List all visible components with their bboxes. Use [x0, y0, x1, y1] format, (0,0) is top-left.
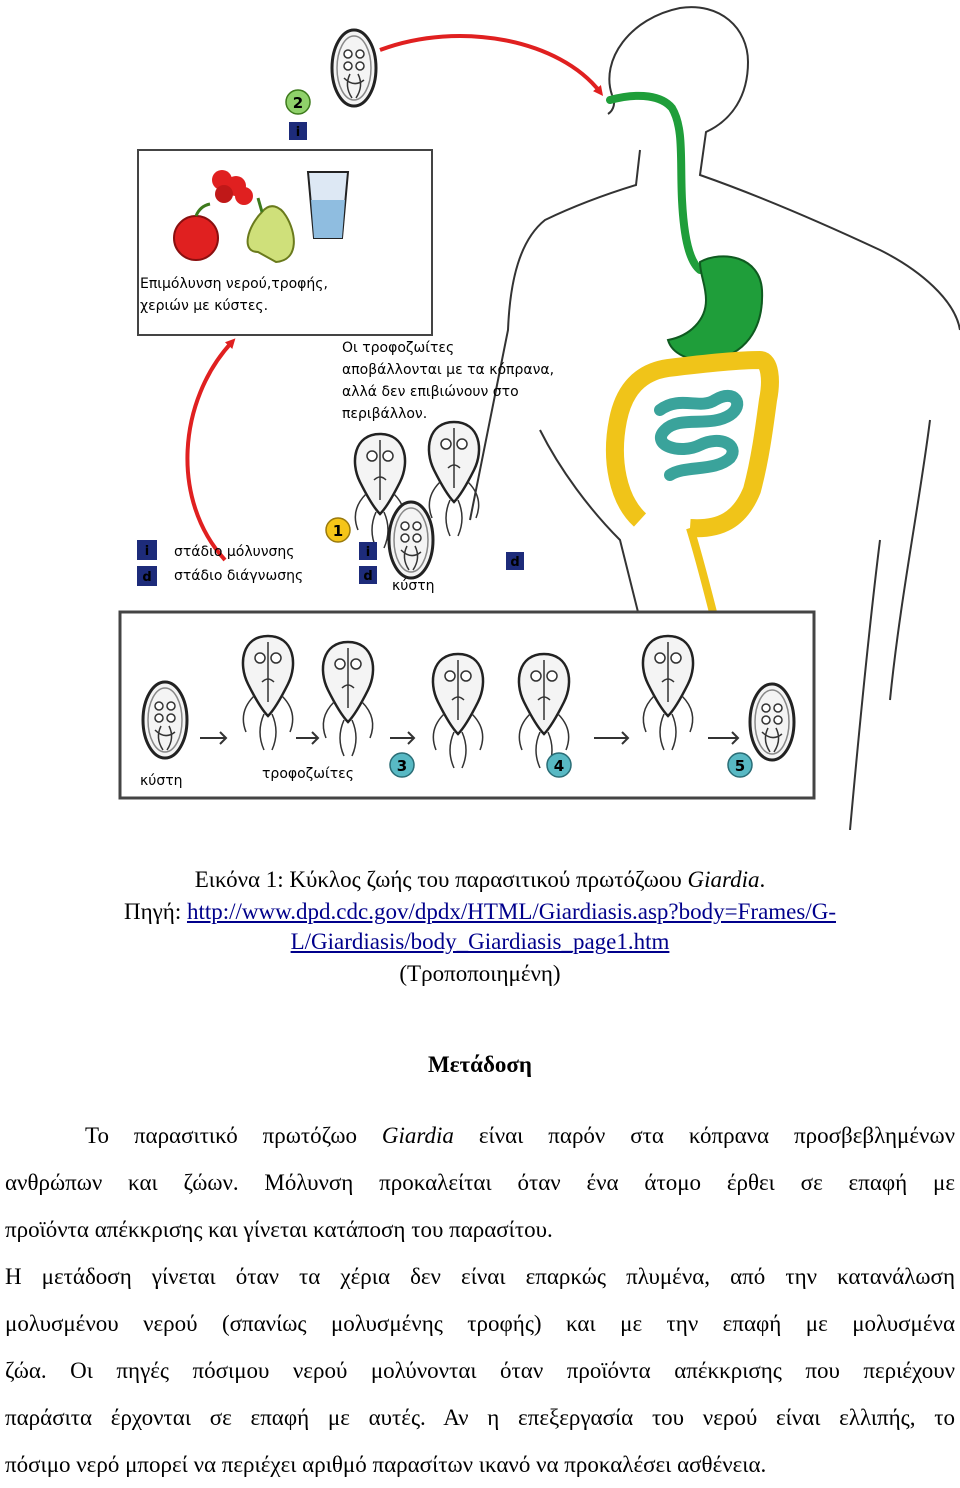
step-3-marker	[389, 752, 415, 778]
svg-text:κύστη: κύστη	[140, 773, 183, 789]
step-5-marker	[727, 752, 753, 778]
diagnostic-marker-right	[506, 552, 524, 570]
svg-text:3: 3	[397, 757, 407, 775]
legend-diagnostic-icon	[137, 566, 157, 586]
infective-marker-mid	[359, 542, 377, 560]
source-label: Πηγή:	[124, 899, 187, 924]
svg-text:d: d	[363, 569, 372, 584]
svg-text:4: 4	[554, 757, 564, 775]
para2-line3: ζώα. Οι πηγές πόσιμου νερού μολύνονται ό…	[5, 1358, 955, 1383]
cyst-mid	[387, 500, 435, 580]
svg-text:i: i	[296, 125, 300, 140]
esophagus	[606, 91, 704, 274]
caption-modified: (Τροποποιημένη)	[399, 961, 561, 986]
para1-line2: ανθρώπων και ζώων. Μόλυνση προκαλείται ό…	[5, 1170, 955, 1195]
paragraph-2: Η μετάδοση γίνεται όταν τα χέρια δεν είν…	[5, 1253, 955, 1488]
step-1-marker	[325, 517, 351, 543]
svg-text:στάδιο μόλυνσης: στάδιο μόλυνσης	[174, 544, 295, 560]
figure-caption: Εικόνα 1: Κύκλος ζωής του παρασιτικού πρ…	[0, 864, 960, 896]
svg-text:2: 2	[293, 94, 303, 112]
svg-text:5: 5	[735, 757, 745, 775]
life-cycle-diagram: 2 i Επιμόλυνση νερού,τροφής, χεριών με κ…	[118, 6, 960, 830]
svg-text:αποβάλλονται με τα κόπρανα,: αποβάλλονται με τα κόπρανα,	[342, 362, 554, 378]
svg-text:d: d	[142, 570, 151, 585]
cyst-in-box	[141, 680, 189, 760]
para2-line1: Η μετάδοση γίνεται όταν τα χέρια δεν είν…	[5, 1264, 955, 1289]
svg-text:κύστη: κύστη	[392, 578, 435, 594]
infective-marker-top	[289, 122, 307, 140]
step-4-marker	[546, 752, 572, 778]
large-intestine	[605, 351, 779, 538]
section-heading: Μετάδοση	[428, 1052, 532, 1077]
legend: i στάδιο μόλυνσης d στάδιο διάγνωσης	[137, 540, 303, 586]
stage-arrows	[200, 731, 740, 745]
svg-text:στάδιο διάγνωσης: στάδιο διάγνωσης	[174, 568, 303, 584]
caption-source: Πηγή: http://www.dpd.cdc.gov/dpdx/HTML/G…	[0, 896, 960, 928]
svg-text:i: i	[145, 544, 149, 559]
human-figure	[469, 6, 960, 830]
cyst-in-box	[748, 682, 796, 762]
svg-text:περιβάλλον.: περιβάλλον.	[342, 406, 427, 422]
fruit-icons	[173, 170, 295, 264]
para1-line1: Το παρασιτικό πρωτόζωο Giardia είναι παρ…	[85, 1123, 955, 1148]
svg-text:i: i	[366, 545, 370, 560]
caption-line1: Εικόνα 1: Κύκλος ζωής του παρασιτικού πρ…	[194, 867, 766, 892]
para2-line5: πόσιμο νερό μπορεί να περιέχει αριθμό πα…	[5, 1452, 767, 1477]
small-intestine	[654, 389, 744, 481]
trophozoite-upper	[427, 420, 481, 538]
svg-text:Επιμόλυνση νερού,τροφής,: Επιμόλυνση νερού,τροφής,	[140, 276, 328, 292]
source-link[interactable]: http://www.dpd.cdc.gov/dpdx/HTML/Giardia…	[186, 899, 836, 924]
svg-text:αλλά δεν επιβιώνουν στο: αλλά δεν επιβιώνουν στο	[342, 384, 519, 400]
red-arrow-left	[185, 338, 236, 562]
svg-text:d: d	[510, 555, 519, 570]
cyst-top	[330, 28, 378, 108]
step-2-marker	[285, 89, 311, 115]
diagnostic-marker-mid	[359, 566, 377, 584]
svg-text:τροφοζωίτες: τροφοζωίτες	[262, 766, 354, 782]
para2-line2: μολυσμένου νερού (σπανίως μολυσμένης τρο…	[5, 1311, 955, 1336]
caption-source-cont: L/Giardiasis/body_Giardiasis_page1.htm	[0, 926, 960, 958]
legend-infective-icon	[137, 540, 157, 560]
water-glass-icon	[306, 171, 350, 239]
svg-text:1: 1	[333, 522, 343, 540]
paragraph-1: Το παρασιτικό πρωτόζωο Giardia είναι παρ…	[5, 1112, 955, 1253]
source-link-cont[interactable]: L/Giardiasis/body_Giardiasis_page1.htm	[290, 929, 670, 954]
svg-text:Οι τροφοζωίτες: Οι τροφοζωίτες	[342, 340, 454, 356]
svg-text:χεριών με κύστες.: χεριών με κύστες.	[140, 298, 268, 314]
para2-line4: παράσιτα έρχονται σε επαφή με αυτές. Αν …	[5, 1405, 955, 1430]
red-arrow-top	[379, 33, 604, 96]
para1-line3: προϊόντα απέκκρισης και γίνεται κατάποση…	[5, 1217, 553, 1242]
stomach	[666, 255, 764, 362]
digestive-tract	[605, 91, 779, 644]
